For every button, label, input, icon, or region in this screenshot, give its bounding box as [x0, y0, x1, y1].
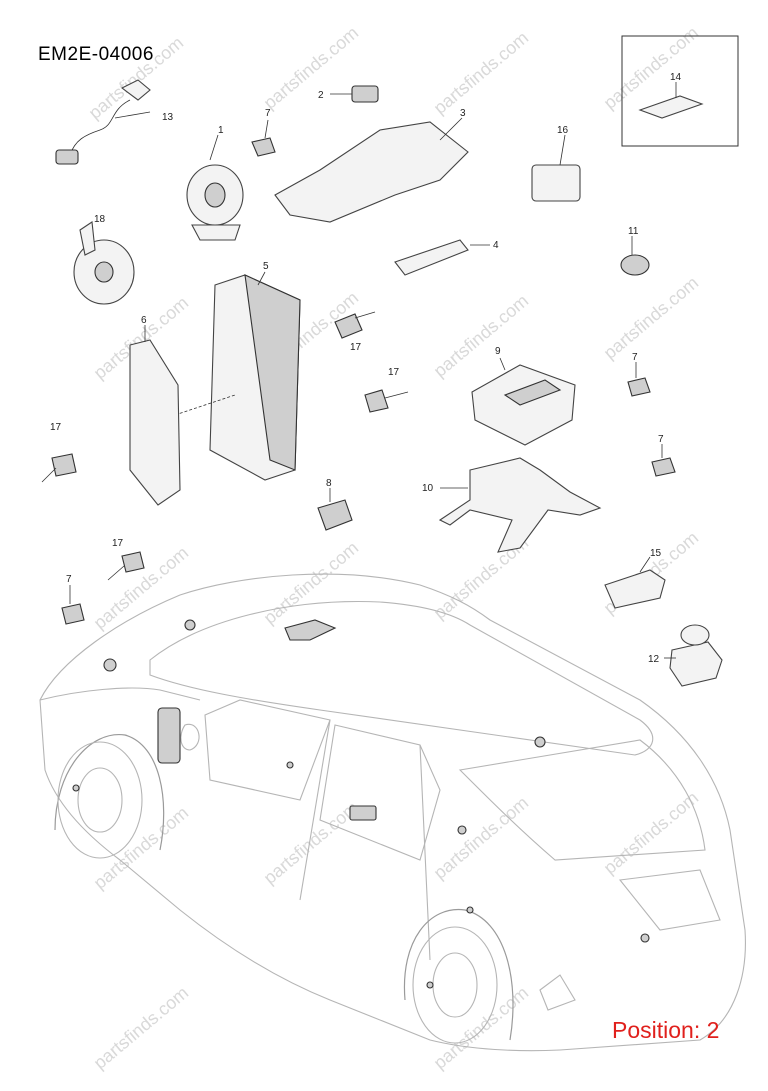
part-5-bcm: [174, 271, 301, 481]
callout-3: 3: [460, 108, 466, 119]
callout-15: 15: [650, 548, 662, 559]
part-7-clip-right-b: [651, 444, 676, 477]
hood-line: [39, 687, 201, 701]
installed-sensor: [457, 825, 467, 835]
callout-7: 7: [658, 434, 664, 445]
diagram-code: EM2E-04006: [38, 44, 154, 65]
callout-17: 17: [388, 367, 400, 378]
callout-1: 1: [218, 125, 224, 136]
installed-sensor: [184, 619, 196, 631]
watermark-text: partsfinds.com: [430, 28, 533, 119]
part-8-sensor: [317, 488, 353, 531]
callout-17: 17: [50, 422, 62, 433]
callout-labels: 1 2 3 4 5 6 7 7 7 7 8 9 10 11 12 13 14 1…: [50, 72, 682, 665]
part-17-sensor-c: [41, 453, 77, 483]
installed-harness: [284, 619, 337, 641]
installed-sensor: [640, 933, 650, 943]
part-13-harness: [55, 79, 151, 165]
callout-13: 13: [162, 112, 174, 123]
installed-sensor: [466, 906, 474, 914]
installed-sensor: [72, 784, 80, 792]
callout-18: 18: [94, 214, 106, 225]
installed-bcm: [157, 707, 181, 764]
watermark-text: partsfinds.com: [600, 788, 703, 879]
part-15-module: [604, 556, 666, 609]
part-9-module: [471, 357, 576, 446]
front-wheel-arch: [54, 734, 165, 851]
part-18-horn: [73, 221, 135, 305]
installed-module: [349, 805, 377, 821]
part-7-clip-top: [251, 119, 276, 157]
vehicle-outline: [39, 573, 746, 1052]
watermark-text: partsfinds.com: [260, 798, 363, 889]
callout-7: 7: [66, 574, 72, 585]
front-wheel: [57, 741, 143, 859]
watermark-text: partsfinds.com: [430, 793, 533, 884]
callout-17: 17: [112, 538, 124, 549]
watermark-text: partsfinds.com: [260, 23, 363, 114]
part-14-box: [621, 35, 739, 147]
watermark-text: partsfinds.com: [430, 983, 533, 1074]
part-3-tray: [274, 117, 469, 223]
callout-9: 9: [495, 346, 501, 357]
installed-sensor: [286, 761, 294, 769]
callout-6: 6: [141, 315, 147, 326]
tail-light: [618, 869, 721, 931]
front-window: [204, 699, 331, 801]
part-1-horn: [186, 134, 244, 241]
callout-12: 12: [648, 654, 660, 665]
rear-wheel: [412, 926, 498, 1044]
part-17-sensor-b: [364, 389, 409, 413]
callout-2: 2: [318, 90, 324, 101]
part-2-switch: [330, 85, 379, 103]
door-seams: [299, 719, 431, 961]
rear-window: [319, 724, 441, 861]
part-6-bracket: [129, 325, 181, 506]
car-roof: [149, 601, 654, 756]
callout-11: 11: [628, 226, 639, 237]
front-wheel-hub: [77, 767, 123, 833]
installed-antenna: [534, 736, 546, 748]
part-17-sensor-a: [334, 311, 376, 339]
callout-5: 5: [263, 261, 269, 272]
side-mirror: [180, 723, 200, 751]
callout-17: 17: [350, 342, 362, 353]
callout-4: 4: [493, 240, 499, 251]
callout-10: 10: [422, 483, 434, 494]
part-10-bracket: [438, 457, 602, 553]
rear-hatch-glass: [458, 739, 706, 861]
rear-wheel-hub: [432, 952, 478, 1018]
callout-7: 7: [632, 352, 638, 363]
position-label: Position: 2: [612, 1017, 720, 1043]
car-body-outline: [39, 573, 746, 1052]
callout-8: 8: [326, 478, 332, 489]
rear-reflector: [539, 974, 576, 1011]
part-4-bar: [394, 239, 490, 276]
part-12-module: [664, 624, 723, 687]
callout-7: 7: [265, 108, 271, 119]
installed-sensor: [426, 981, 434, 989]
part-17-sensor-d: [107, 551, 145, 581]
rear-wheel-arch: [403, 908, 514, 1041]
part-7-clip-right-a: [627, 362, 651, 397]
callout-16: 16: [557, 125, 569, 136]
part-16-module: [531, 134, 581, 202]
part-7-clip-left: [61, 585, 85, 625]
watermark-text: partsfinds.com: [90, 983, 193, 1074]
installed-horn: [103, 658, 117, 672]
watermark-text: partsfinds.com: [260, 538, 363, 629]
watermark-text: partsfinds.com: [600, 273, 703, 364]
part-11-sensor: [620, 236, 650, 276]
callout-14: 14: [670, 72, 682, 83]
